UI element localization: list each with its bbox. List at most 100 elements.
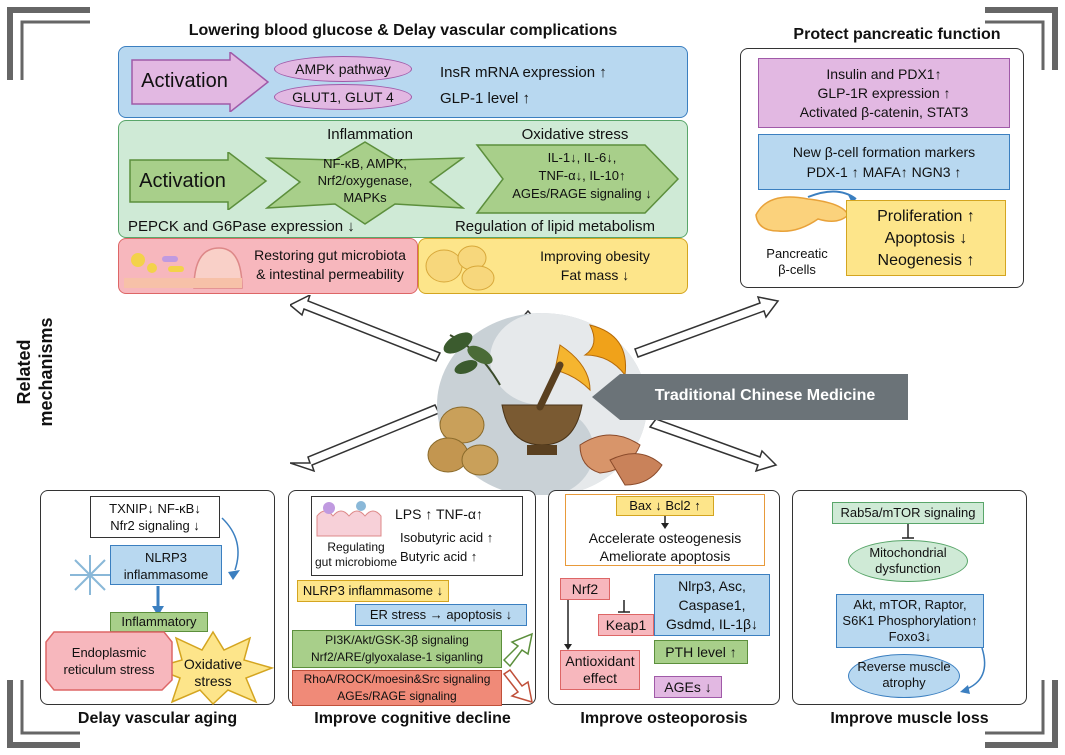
antioxidant-line: Antioxidant (565, 653, 635, 669)
activation-arrow-2 (129, 152, 268, 210)
cell-line: β-cells (778, 262, 816, 277)
nlrp3-osteo-text: Nlrp3, Asc, Caspase1, Gsdmd, IL-1β↓ (654, 577, 770, 634)
insr-label: InsR mRNA expression ↑ (440, 64, 607, 81)
arrow-to-gut (290, 295, 442, 362)
bax-box (616, 496, 714, 516)
star-text: NF-κB, AMPK, Nrf2/oxygenase, MAPKs (290, 155, 440, 206)
pancreas-yellow-box (846, 200, 1006, 276)
lipid-label: Regulation of lipid metabolism (454, 218, 656, 235)
isobutyric-label: Isobutyric acid ↑ (400, 530, 494, 545)
gut-text: Restoring gut microbiota & intestinal pe… (245, 246, 415, 284)
purple-line: Activated β-catenin, STAT3 (799, 104, 969, 120)
pi3k-line: PI3K/Akt/GSK-3β signaling (325, 633, 469, 647)
pth-box (654, 640, 748, 664)
er-stress-label: ER stress → apoptosis ↓ (369, 607, 513, 622)
activation-label-2: Activation (139, 170, 226, 192)
er-shape (45, 631, 173, 691)
star-line: NF-κB, AMPK, (323, 156, 407, 171)
related-mechanisms-label: Related mechanisms (13, 282, 57, 462)
nlrp3-line: NLRP3 (145, 550, 187, 565)
pancreatic-cells-label: Pancreatic β-cells (752, 246, 842, 278)
glp1-label: GLP-1 level ↑ (440, 90, 531, 107)
chevron-line: IL-1↓, IL-6↓, (547, 150, 617, 165)
pi3k-text: PI3K/Akt/GSK-3β signaling Nrf2/ARE/glyox… (292, 632, 502, 666)
keap1-box (598, 614, 654, 636)
arrow-to-vascular (290, 404, 441, 473)
vascular-connectors (70, 517, 240, 616)
nlrp3-osteo-box (654, 574, 770, 636)
er-line: reticulum stress (63, 662, 155, 677)
updown-arrows (502, 632, 534, 704)
oxidative-star (152, 630, 274, 706)
pepck-label: PEPCK and G6Pase expression ↓ (128, 218, 355, 235)
oxidative-star-text: Oxidative stress (160, 656, 266, 690)
nlrp3-osteo-line: Caspase1, (678, 597, 746, 613)
chevron-line: AGEs/RAGE signaling ↓ (512, 186, 652, 201)
ameliorate-label: Ameliorate apoptosis (599, 548, 731, 564)
rab5a-box (832, 502, 984, 524)
ages-label: AGEs ↓ (664, 679, 712, 695)
mitochondrial-ellipse (848, 540, 968, 582)
nlrp3-box (110, 545, 222, 585)
chevron-line: TNF-α↓, IL-10↑ (538, 168, 626, 183)
microbiome-label: Regulating gut microbiome (311, 540, 401, 570)
cell-line: Pancreatic (766, 246, 828, 261)
activation-label-1: Activation (141, 70, 228, 92)
arrow-to-muscle (648, 418, 778, 473)
glut-ellipse (274, 84, 412, 110)
reverse-line: Reverse muscle (857, 659, 951, 674)
reverse-line: atrophy (882, 675, 926, 690)
rab5a-label: Rab5a/mTOR signaling (840, 505, 976, 520)
ampk-ellipse (274, 56, 412, 82)
lps-label: LPS ↑ TNF-α↑ (395, 506, 483, 522)
nrf2-label: Nrf2 (571, 581, 599, 597)
muscle-connector (960, 647, 986, 694)
top-section-title: Lowering blood glucose & Delay vascular … (188, 22, 618, 39)
akt-line: Akt, mTOR, Raptor, (853, 597, 967, 612)
pancreas-blue-box (758, 134, 1010, 190)
side-label-line: Related (14, 339, 34, 405)
mitochondrial-text: Mitochondrial dysfunction (848, 545, 968, 577)
gut-line: Restoring gut microbiota (254, 247, 406, 263)
pancreas-title: Protect pancreatic function (793, 26, 1001, 43)
rhoa-text: RhoA/ROCK/moesin&Src signaling AGEs/RAGE… (292, 671, 502, 705)
yellow-line: Neogenesis ↑ (877, 252, 975, 269)
arrow-to-pancreas (634, 296, 780, 358)
microbiome-line: gut microbiome (314, 555, 398, 569)
obesity-line: Improving obesity (540, 248, 650, 264)
pancreas-purple-text: Insulin and PDX1↑ GLP-1R expression ↑ Ac… (758, 65, 1010, 122)
star-line: MAPKs (343, 190, 387, 205)
inflammation-label: Inflammation (327, 126, 413, 143)
purple-line: Insulin and PDX1↑ (826, 66, 942, 82)
tcm-banner (592, 374, 908, 420)
muscle-title: Improve muscle loss (830, 710, 989, 727)
gut-illustration (124, 247, 243, 289)
chevron-text: IL-1↓, IL-6↓, TNF-α↓, IL-10↑ AGEs/RAGE s… (492, 149, 672, 203)
microbiome-line: Regulating (327, 540, 385, 554)
nlrp3-osteo-line: Gsdmd, IL-1β↓ (665, 616, 759, 632)
mito-line: dysfunction (875, 561, 941, 576)
star-line: Nrf2/oxygenase, (317, 173, 413, 188)
pth-label: PTH level ↑ (665, 644, 737, 660)
accelerate-label: Accelerate osteogenesis (588, 530, 742, 546)
oxidative-line: Oxidative (183, 656, 243, 672)
glut-label: GLUT1, GLUT 4 (292, 89, 394, 105)
obesity-panel (418, 238, 688, 294)
akt-text: Akt, mTOR, Raptor, S6K1 Phosphorylation↑… (836, 597, 984, 645)
fat-cells-illustration (425, 245, 495, 291)
akt-box (836, 594, 984, 648)
blue-line: PDX-1 ↑ MAFA↑ NGN3 ↑ (806, 164, 962, 180)
txnip-text: TXNIP↓ NF-κB↓ Nfr2 signaling ↓ (90, 500, 220, 534)
inflammatory-label: Inflammatory (121, 614, 197, 629)
akt-line: S6K1 Phosphorylation↑ (842, 613, 978, 628)
pancreas-blue-text: New β-cell formation markers PDX-1 ↑ MAF… (758, 142, 1010, 182)
side-label-line: mechanisms (36, 317, 56, 427)
nlrp3-cognitive-label: NLRP3 inflammasome ↓ (302, 583, 444, 598)
inhibit-connector (902, 524, 914, 539)
oxidative-line: stress (194, 673, 232, 689)
er-stress-box (355, 604, 527, 626)
antioxidant-box (560, 650, 640, 690)
nlrp3-text: NLRP3 inflammasome (110, 549, 222, 583)
pancreas-purple-box (758, 58, 1010, 128)
